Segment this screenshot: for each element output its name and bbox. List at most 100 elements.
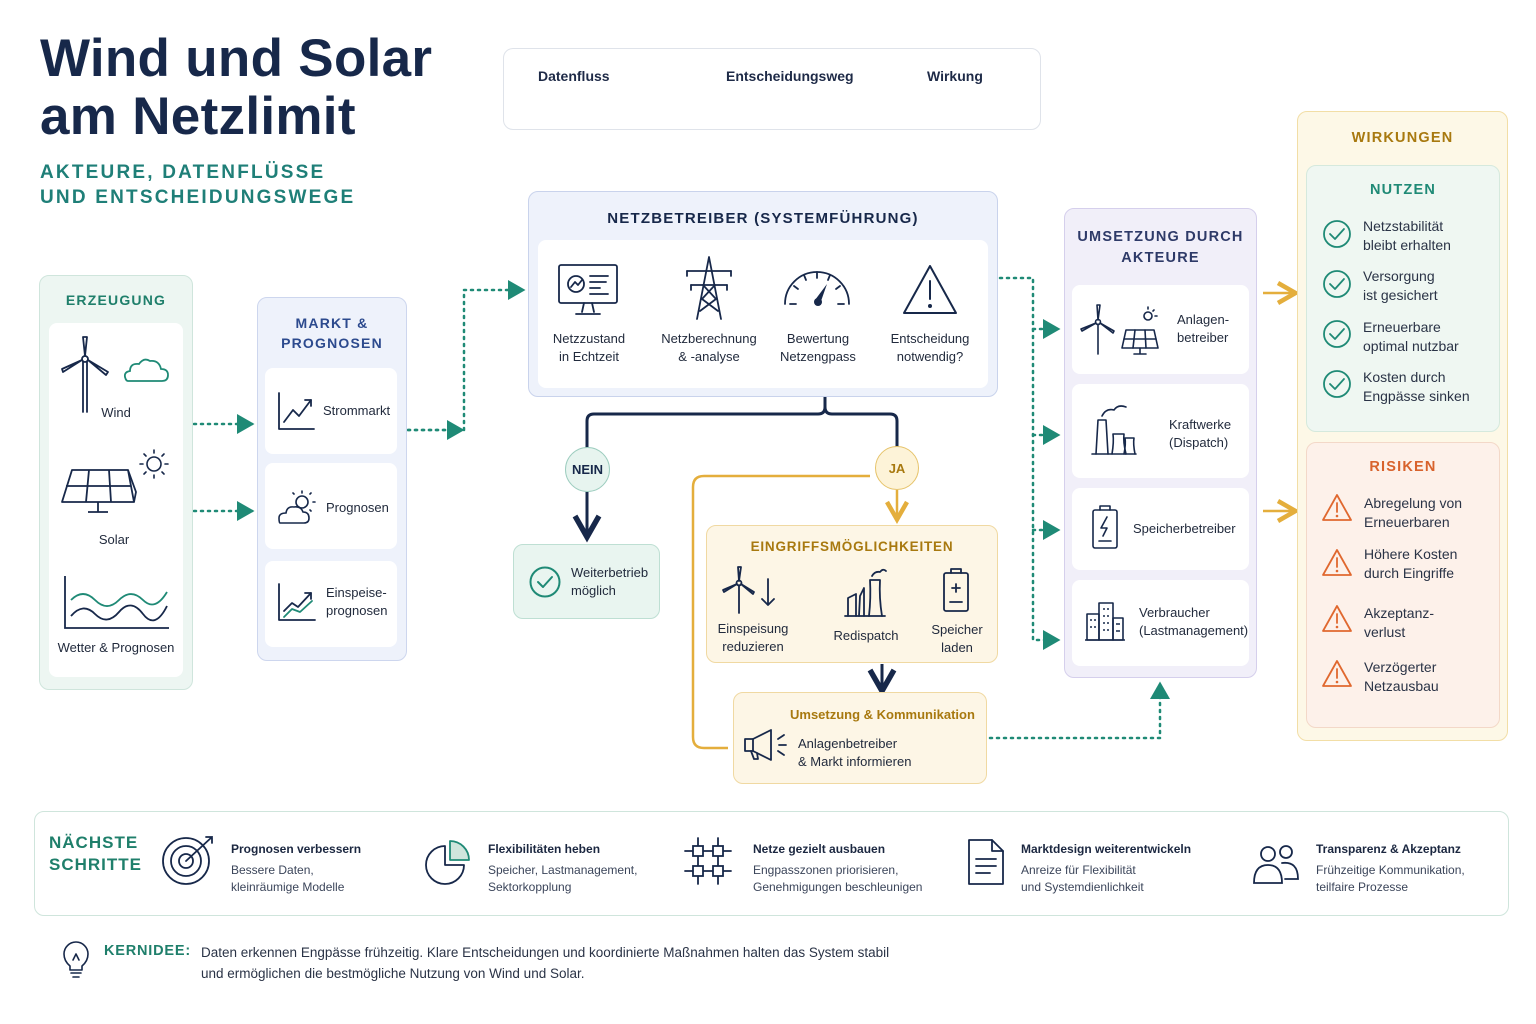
- wind-label: Wind: [101, 405, 131, 420]
- step-2-desc: Speicher, Lastmanagement,Sektorkopplung: [488, 862, 637, 896]
- step-3-desc-line-2: Genehmigungen beschleunigen: [753, 880, 923, 894]
- pie-chart-icon: [425, 840, 470, 885]
- kernidee-line-2: und ermöglichen die bestmögliche Nutzung…: [201, 966, 585, 981]
- legend-box: [503, 48, 1041, 130]
- page-subtitle: AKTEURE, DATENFLÜSSE UND ENTSCHEIDUNGSWE…: [40, 160, 355, 210]
- einspeisung-line-2: reduzieren: [722, 639, 784, 654]
- bewertung-label: Bewertung Netzengpass: [770, 330, 866, 366]
- risiken-2-line-2: durch Eingriffe: [1364, 565, 1455, 581]
- nutzen-1-line-2: bleibt erhalten: [1363, 237, 1451, 253]
- buildings-icon: [1085, 602, 1125, 641]
- grid-network-icon: [684, 837, 732, 885]
- entscheidung-line-1: Entscheidung: [890, 331, 970, 346]
- einspeise-line-1: Einspeise-: [326, 585, 387, 600]
- weiterbetrieb-label: Weiterbetrieb möglich: [571, 564, 648, 600]
- speicher-laden-line-1: Speicher: [931, 622, 983, 637]
- step-4-desc-line-2: und Systemdienlichkeit: [1021, 880, 1144, 894]
- risiken-4-line-1: Verzögerter: [1364, 659, 1437, 675]
- eingriff-panel: [706, 525, 998, 663]
- nutzen-1-line-1: Netzstabilität: [1363, 218, 1444, 234]
- check-icon: [1323, 270, 1351, 298]
- risiken-item-3: Akzeptanz-verlust: [1364, 604, 1434, 642]
- risiken-3-line-2: verlust: [1364, 624, 1406, 640]
- reduce-feed-in-icon: [722, 566, 775, 614]
- warning-icon: [903, 265, 957, 314]
- nutzen-4-line-2: Engpässe sinken: [1363, 388, 1470, 404]
- step-4-title: Marktdesign weiterentwickeln: [1021, 842, 1192, 856]
- step-3-desc: Engpasszonen priorisieren,Genehmigungen …: [753, 862, 922, 896]
- legend-wirkung: Wirkung: [927, 68, 983, 84]
- flow-kommunikation-umsetzung: [988, 681, 1170, 740]
- nutzen-2-line-2: ist gesichert: [1363, 287, 1438, 303]
- wind-solar-icon: [1080, 304, 1159, 355]
- netzberechnung-line-2: & -analyse: [678, 349, 740, 364]
- nutzen-title: NUTZEN: [1369, 182, 1436, 198]
- nutzen-panel: [1306, 165, 1500, 432]
- netzbetreiber-title: NETZBETREIBER (SYSTEMFÜHRUNG): [607, 210, 919, 227]
- gauge-icon: [784, 271, 850, 306]
- entscheidung-label: Entscheidung notwendig?: [878, 330, 982, 366]
- next-steps-title: NÄCHSTE SCHRITTE: [49, 832, 142, 876]
- risiken-title: RISIKEN: [1369, 459, 1437, 475]
- people-icon: [1253, 845, 1299, 884]
- weiterbetrieb-line-1: Weiterbetrieb: [571, 565, 649, 580]
- step-5-title: Transparenz & Akzeptanz: [1316, 842, 1461, 856]
- strommarkt-label: Strommarkt: [323, 403, 391, 418]
- megaphone-icon: [744, 729, 787, 761]
- warning-triangle-icon: [1322, 494, 1352, 521]
- power-plant-icon: [844, 568, 887, 617]
- flow-markt-netz: [406, 280, 526, 432]
- cloud-icon: [123, 358, 169, 382]
- nutzen-4-line-1: Kosten durch: [1363, 369, 1446, 385]
- speicher-laden-line-2: laden: [941, 640, 973, 655]
- battery-icon: [1092, 505, 1118, 549]
- battery-charge-icon: [943, 568, 969, 612]
- check-circle-icon: [529, 566, 561, 598]
- check-icon: [1323, 320, 1351, 348]
- speicherbetreiber-card: [1072, 488, 1249, 570]
- netzberechnung-line-1: Netzberechnung: [661, 331, 757, 346]
- kernidee-label: KERNIDEE:: [104, 943, 191, 959]
- anlagenbetreiber-label: Anlagen- betreiber: [1177, 311, 1229, 347]
- eingriff-title: EINGRIFFSMÖGLICHKEITEN: [750, 539, 954, 554]
- bewertung-line-2: Netzengpass: [780, 349, 856, 364]
- einspeisung-reduzieren-label: Einspeisung reduzieren: [706, 620, 800, 656]
- einspeise-line-2: prognosen: [326, 603, 388, 618]
- nein-node: NEIN: [565, 447, 610, 492]
- nutzen-item-2: Versorgung ist gesichert: [1363, 267, 1438, 305]
- markt-title-line-1: MARKT &: [295, 315, 369, 331]
- next-steps-title-line-1: NÄCHSTE: [49, 833, 139, 852]
- umsetzung-title: UMSETZUNG DURCH AKTEURE: [1064, 227, 1257, 269]
- step-1-desc-line-2: kleinräumige Modelle: [231, 880, 345, 894]
- feed-in-forecast-icon: [278, 583, 316, 621]
- warning-triangle-icon: [1322, 605, 1352, 632]
- anlagenbetreiber-line-2: betreiber: [1177, 330, 1229, 345]
- legend-datenfluss: Datenfluss: [538, 68, 610, 84]
- ja-node: JA: [875, 446, 919, 490]
- step-2-desc-line-1: Speicher, Lastmanagement,: [488, 863, 638, 877]
- step-5-desc: Frühzeitige Kommunikation,teilfaire Proz…: [1316, 862, 1465, 896]
- subtitle-line-1: AKTEURE, DATENFLÜSSE: [40, 162, 326, 183]
- solar-label: Solar: [98, 532, 130, 547]
- risiken-3-line-1: Akzeptanz-: [1364, 605, 1435, 621]
- entscheidung-line-2: notwendig?: [896, 349, 964, 364]
- netzberechnung-label: Netzberechnung & -analyse: [652, 330, 766, 366]
- nutzen-2-line-1: Versorgung: [1363, 268, 1435, 284]
- ja-loop: [691, 474, 870, 750]
- factory-icon: [1091, 405, 1137, 455]
- kernidee-text: Daten erkennen Engpässe frühzeitig. Klar…: [201, 942, 889, 984]
- umsetzung-title-line-1: UMSETZUNG DURCH: [1077, 229, 1244, 245]
- check-icon: [1323, 220, 1351, 248]
- step-2-title: Flexibilitäten heben: [488, 842, 601, 856]
- warning-triangle-icon: [1322, 549, 1352, 576]
- nutzen-3-line-1: Erneuerbare: [1363, 319, 1441, 335]
- target-icon: [162, 836, 213, 885]
- strommarkt-card: [265, 368, 397, 454]
- kommunikation-panel: [733, 692, 987, 784]
- lightbulb-icon: [63, 941, 89, 978]
- verbraucher-card: [1072, 580, 1249, 666]
